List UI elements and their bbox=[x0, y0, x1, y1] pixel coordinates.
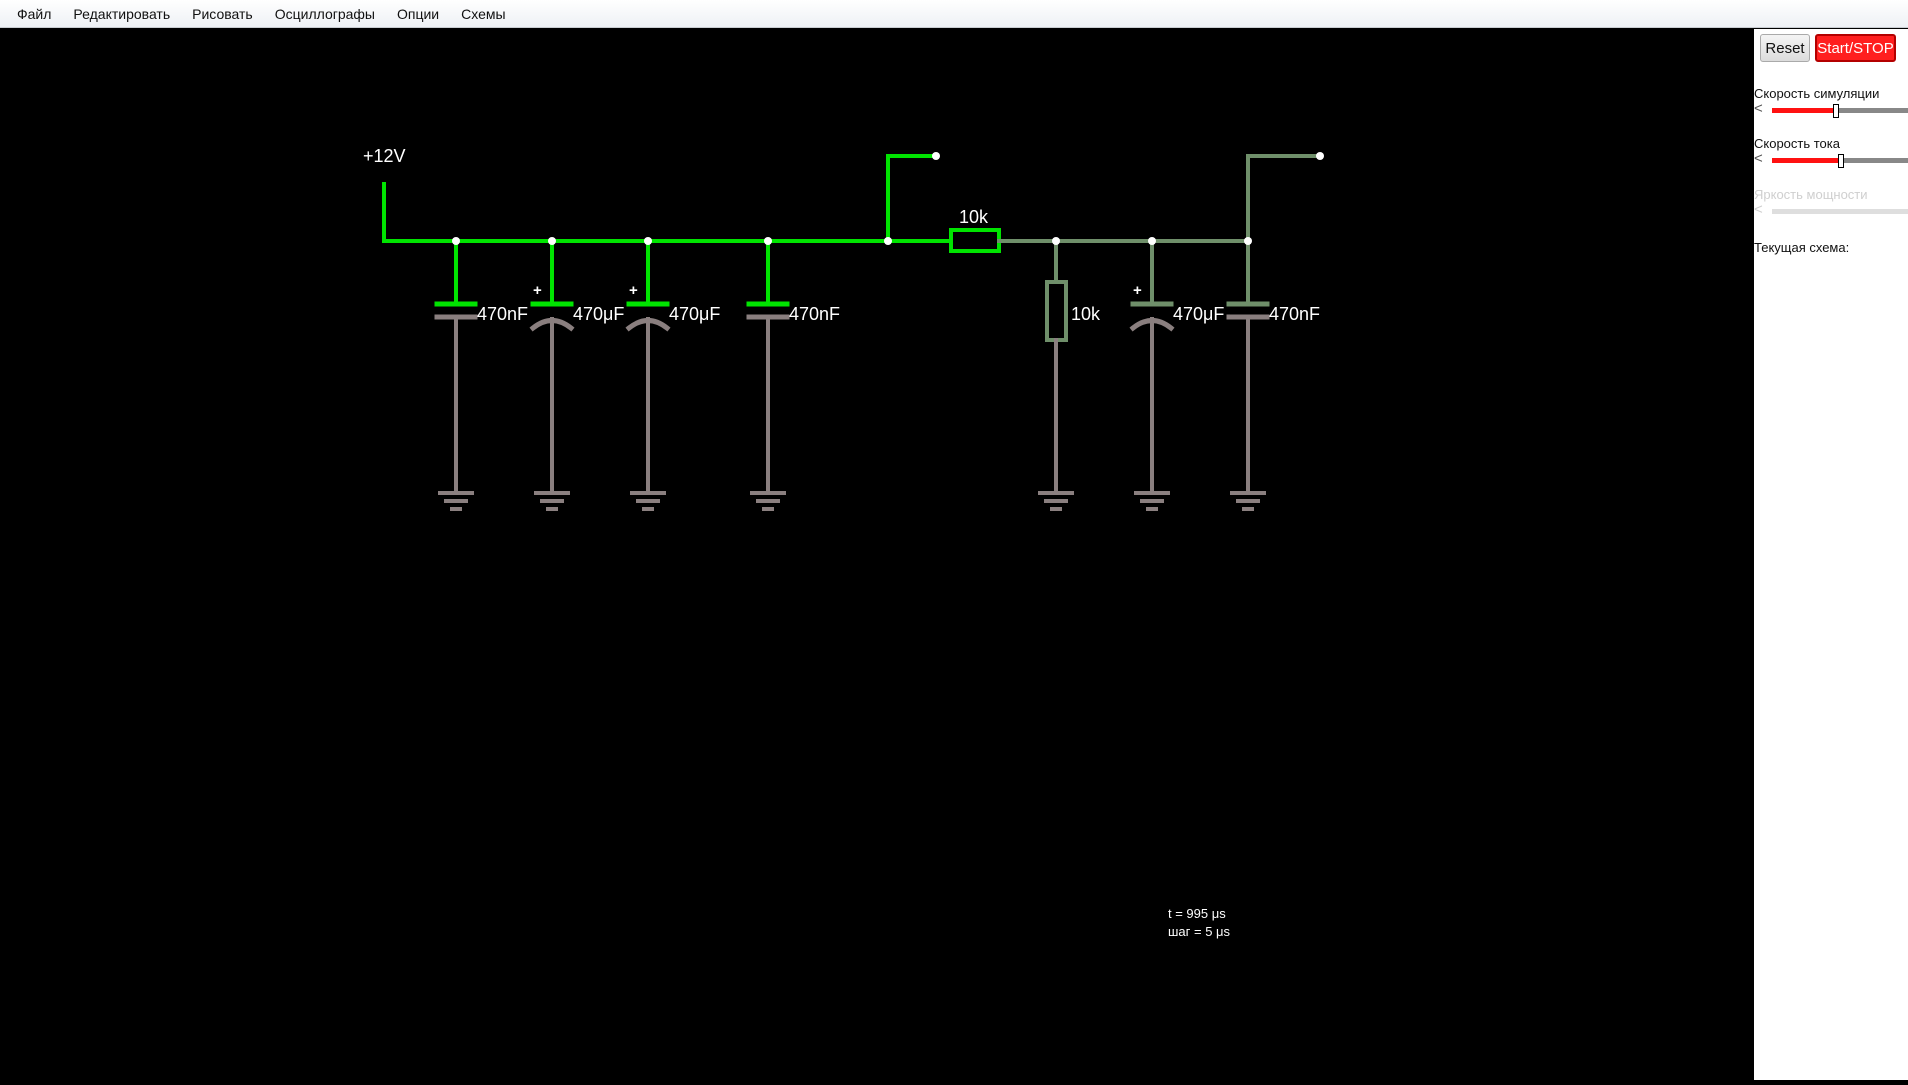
ground-icon bbox=[750, 491, 786, 511]
sim-time: t = 995 μs bbox=[1168, 906, 1226, 921]
tap-wire-left bbox=[886, 154, 938, 243]
c2-label: 470μF bbox=[573, 304, 624, 324]
series-resistor-body bbox=[949, 228, 1001, 253]
slider-thumb[interactable] bbox=[1833, 104, 1839, 118]
supply-rail bbox=[382, 182, 953, 243]
ground-icon bbox=[1134, 491, 1170, 511]
menu-circuits[interactable]: Схемы bbox=[461, 5, 506, 22]
ground-icon bbox=[630, 491, 666, 511]
menu-scopes[interactable]: Осциллографы bbox=[274, 5, 375, 22]
start-stop-button[interactable]: Start/STOP bbox=[1815, 34, 1896, 62]
c4-label: 470nF bbox=[789, 304, 840, 324]
control-panel: Reset Start/STOP Скорость симуляции < Ск… bbox=[1754, 29, 1908, 1080]
menu-edit[interactable]: Редактировать bbox=[73, 5, 171, 22]
ground-icon bbox=[1230, 491, 1266, 511]
chevron-left-icon: < bbox=[1754, 201, 1763, 218]
menu-file[interactable]: Файл bbox=[17, 5, 52, 22]
c5-label: 470μF bbox=[1173, 304, 1224, 324]
slider-track bbox=[1836, 108, 1908, 113]
ground-icon bbox=[1038, 491, 1074, 511]
reset-button[interactable]: Reset bbox=[1760, 34, 1810, 62]
ground-icon bbox=[438, 491, 474, 511]
output-rail bbox=[997, 154, 1322, 243]
ground-plates bbox=[434, 314, 1270, 332]
chevron-left-icon[interactable]: < bbox=[1754, 150, 1763, 167]
chevron-left-icon[interactable]: < bbox=[1754, 100, 1763, 117]
junction-dots bbox=[452, 152, 1324, 245]
menu-draw[interactable]: Рисовать bbox=[192, 5, 253, 22]
c2-polarity: + bbox=[533, 282, 542, 299]
slider-track bbox=[1841, 158, 1908, 163]
current-schema-label: Текущая схема: bbox=[1754, 240, 1850, 255]
shunt-resistor-label: 10k bbox=[1071, 304, 1101, 324]
slider-fill bbox=[1772, 108, 1836, 113]
c3-label: 470μF bbox=[669, 304, 720, 324]
ground-icon bbox=[534, 491, 570, 511]
current-speed-label: Скорость тока bbox=[1754, 136, 1840, 151]
c5-polarity: + bbox=[1133, 282, 1142, 299]
ground-leads bbox=[454, 317, 1250, 494]
circuit-canvas[interactable]: +12V 10k 10k 470nF 470μF 470μF 470nF 470… bbox=[0, 29, 1754, 1080]
slider-thumb[interactable] bbox=[1838, 154, 1844, 168]
series-resistor-label: 10k bbox=[959, 207, 989, 227]
c6-label: 470nF bbox=[1269, 304, 1320, 324]
supply-label: +12V bbox=[363, 146, 406, 166]
menu-bar: Файл Редактировать Рисовать Осциллографы… bbox=[0, 0, 1908, 28]
sim-step: шаг = 5 μs bbox=[1168, 924, 1231, 939]
c3-polarity: + bbox=[629, 282, 638, 299]
c1-label: 470nF bbox=[477, 304, 528, 324]
power-brightness-label: Яркость мощности bbox=[1754, 187, 1868, 202]
slider-track bbox=[1772, 209, 1908, 214]
ground-symbols bbox=[438, 491, 1266, 511]
sim-speed-slider[interactable]: < bbox=[1754, 100, 1908, 118]
current-speed-slider[interactable]: < bbox=[1754, 150, 1908, 168]
shunt-resistor-body bbox=[1045, 280, 1068, 342]
simulation-info: t = 995 μs шаг = 5 μs bbox=[1168, 905, 1230, 941]
circuit-diagram[interactable]: +12V 10k 10k 470nF 470μF 470μF 470nF 470… bbox=[0, 29, 1754, 1080]
menu-options[interactable]: Опции bbox=[397, 5, 440, 22]
active-wires bbox=[382, 154, 1001, 304]
slider-fill bbox=[1772, 158, 1841, 163]
sim-speed-label: Скорость симуляции bbox=[1754, 86, 1880, 101]
power-brightness-slider: < bbox=[1754, 201, 1908, 218]
